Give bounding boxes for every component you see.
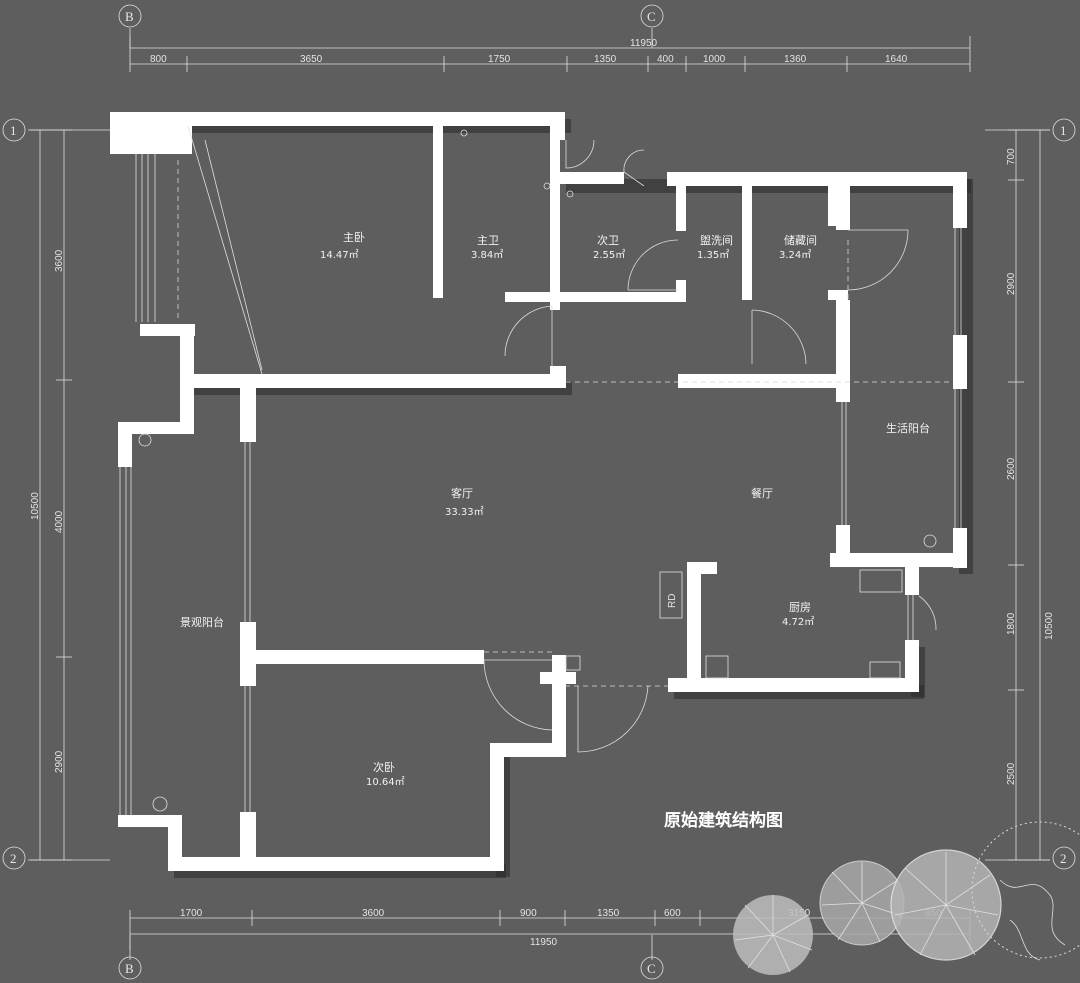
room-name-view-balcony: 景观阳台 — [180, 615, 224, 629]
svg-text:2: 2 — [10, 851, 17, 866]
top-dim-1: 800 — [150, 54, 167, 65]
drain-icon — [543, 182, 551, 190]
bottom-dim-3: 900 — [520, 908, 537, 919]
svg-text:C: C — [647, 961, 656, 976]
axis-marker-left-2: 2 — [2, 846, 26, 870]
room-name-dining: 餐厅 — [751, 486, 773, 500]
pipe-icon — [138, 433, 152, 447]
room-name-master-bath: 主卫 — [477, 234, 499, 247]
axis-marker-top-b: B — [118, 4, 142, 28]
room-name-second-bath: 次卫 — [597, 233, 619, 247]
walls — [110, 112, 967, 871]
top-dimension-labels: 11950 800 3650 1750 1350 400 1000 1360 1… — [150, 38, 908, 65]
svg-text:1: 1 — [10, 123, 17, 138]
room-area-master-bath: 3.84㎡ — [471, 249, 503, 261]
right-dim-2: 2900 — [1006, 272, 1017, 295]
bottom-total-dim: 11950 — [530, 937, 558, 948]
svg-text:2: 2 — [1060, 851, 1067, 866]
axis-marker-left-1: 1 — [2, 118, 26, 142]
room-area-master-bedroom: 14.47㎡ — [320, 249, 359, 261]
room-name-kitchen: 厨房 — [789, 601, 811, 614]
dashed-guides — [177, 160, 953, 687]
axis-marker-bottom-c: C — [640, 956, 664, 980]
left-dimension-labels: 10500 3600 4000 2900 — [30, 249, 65, 773]
left-dim-3: 2900 — [54, 750, 65, 773]
tree-4-icon — [971, 821, 1080, 961]
right-dim-5: 2500 — [1006, 762, 1017, 785]
top-dim-5: 400 — [657, 54, 674, 65]
top-dim-3: 1750 — [488, 54, 511, 65]
bottom-dim-2: 3600 — [362, 908, 385, 919]
right-dim-1: 700 — [1006, 148, 1017, 165]
room-name-service-balcony: 生活阳台 — [886, 421, 930, 435]
axis-marker-top-c: C — [640, 4, 664, 28]
rd-box — [659, 571, 683, 619]
tree-3-icon — [890, 849, 1002, 961]
left-total-dim: 10500 — [30, 492, 41, 520]
drain-icon — [566, 190, 574, 198]
left-dim-2: 4000 — [54, 510, 65, 533]
wall-shadows — [116, 119, 973, 878]
room-name-washroom: 盥洗间 — [700, 234, 733, 247]
rd-label: RD — [667, 594, 678, 608]
room-name-master-bedroom: 主卧 — [343, 231, 365, 244]
right-dimension-labels: 700 2900 2600 1800 2500 10500 — [1006, 148, 1055, 785]
svg-text:1: 1 — [1060, 123, 1067, 138]
flue-icon — [705, 655, 729, 679]
tree-1-icon — [733, 895, 813, 975]
svg-text:B: B — [125, 961, 134, 976]
bottom-dim-4: 1350 — [597, 908, 620, 919]
shaft-icon — [565, 655, 581, 671]
room-name-storage: 储藏间 — [784, 233, 817, 247]
right-dim-4: 1800 — [1006, 612, 1017, 635]
axis-marker-right-2: 2 — [1052, 846, 1076, 870]
room-area-washroom: 1.35㎡ — [697, 249, 729, 261]
bottom-dim-5: 600 — [664, 908, 681, 919]
top-dim-4: 1350 — [594, 54, 617, 65]
right-total-dim: 10500 — [1044, 612, 1055, 640]
drain-icon — [460, 129, 468, 137]
pipe-icon — [923, 534, 937, 548]
top-dim-7: 1360 — [784, 54, 807, 65]
bottom-dim-1: 1700 — [180, 908, 203, 919]
svg-text:C: C — [647, 9, 656, 24]
room-name-living: 客厅 — [451, 486, 473, 500]
axis-marker-bottom-b: B — [118, 956, 142, 980]
axis-marker-right-1: 1 — [1052, 118, 1076, 142]
room-name-second-bedroom: 次卧 — [373, 760, 395, 774]
dimension-lines — [28, 28, 1050, 960]
right-dim-3: 2600 — [1006, 457, 1017, 480]
svg-text:B: B — [125, 9, 134, 24]
floor-drain-icon — [152, 796, 168, 812]
room-area-storage: 3.24㎡ — [779, 249, 811, 261]
room-labels: 主卧 14.47㎡ 主卫 3.84㎡ 次卫 2.55㎡ 盥洗间 1.35㎡ 储藏… — [180, 231, 930, 788]
windows — [119, 125, 962, 815]
axis-markers: B C B C 1 2 1 2 — [2, 4, 1076, 980]
stove-icon — [869, 661, 901, 679]
top-total-dim: 11950 — [630, 38, 658, 49]
top-dim-2: 3650 — [300, 54, 323, 65]
left-dim-1: 3600 — [54, 249, 65, 272]
sink-icon — [859, 569, 903, 593]
room-area-second-bedroom: 10.64㎡ — [366, 776, 405, 788]
top-dim-8: 1640 — [885, 54, 908, 65]
fixtures: RD — [138, 129, 937, 812]
drawing-title: 原始建筑结构图 — [664, 810, 783, 831]
room-area-second-bath: 2.55㎡ — [593, 249, 625, 261]
room-area-kitchen: 4.72㎡ — [782, 616, 814, 628]
room-area-living: 33.33㎡ — [445, 506, 484, 518]
top-dim-6: 1000 — [703, 54, 726, 65]
door-swings — [483, 139, 937, 753]
decorative-trees — [733, 821, 1080, 975]
